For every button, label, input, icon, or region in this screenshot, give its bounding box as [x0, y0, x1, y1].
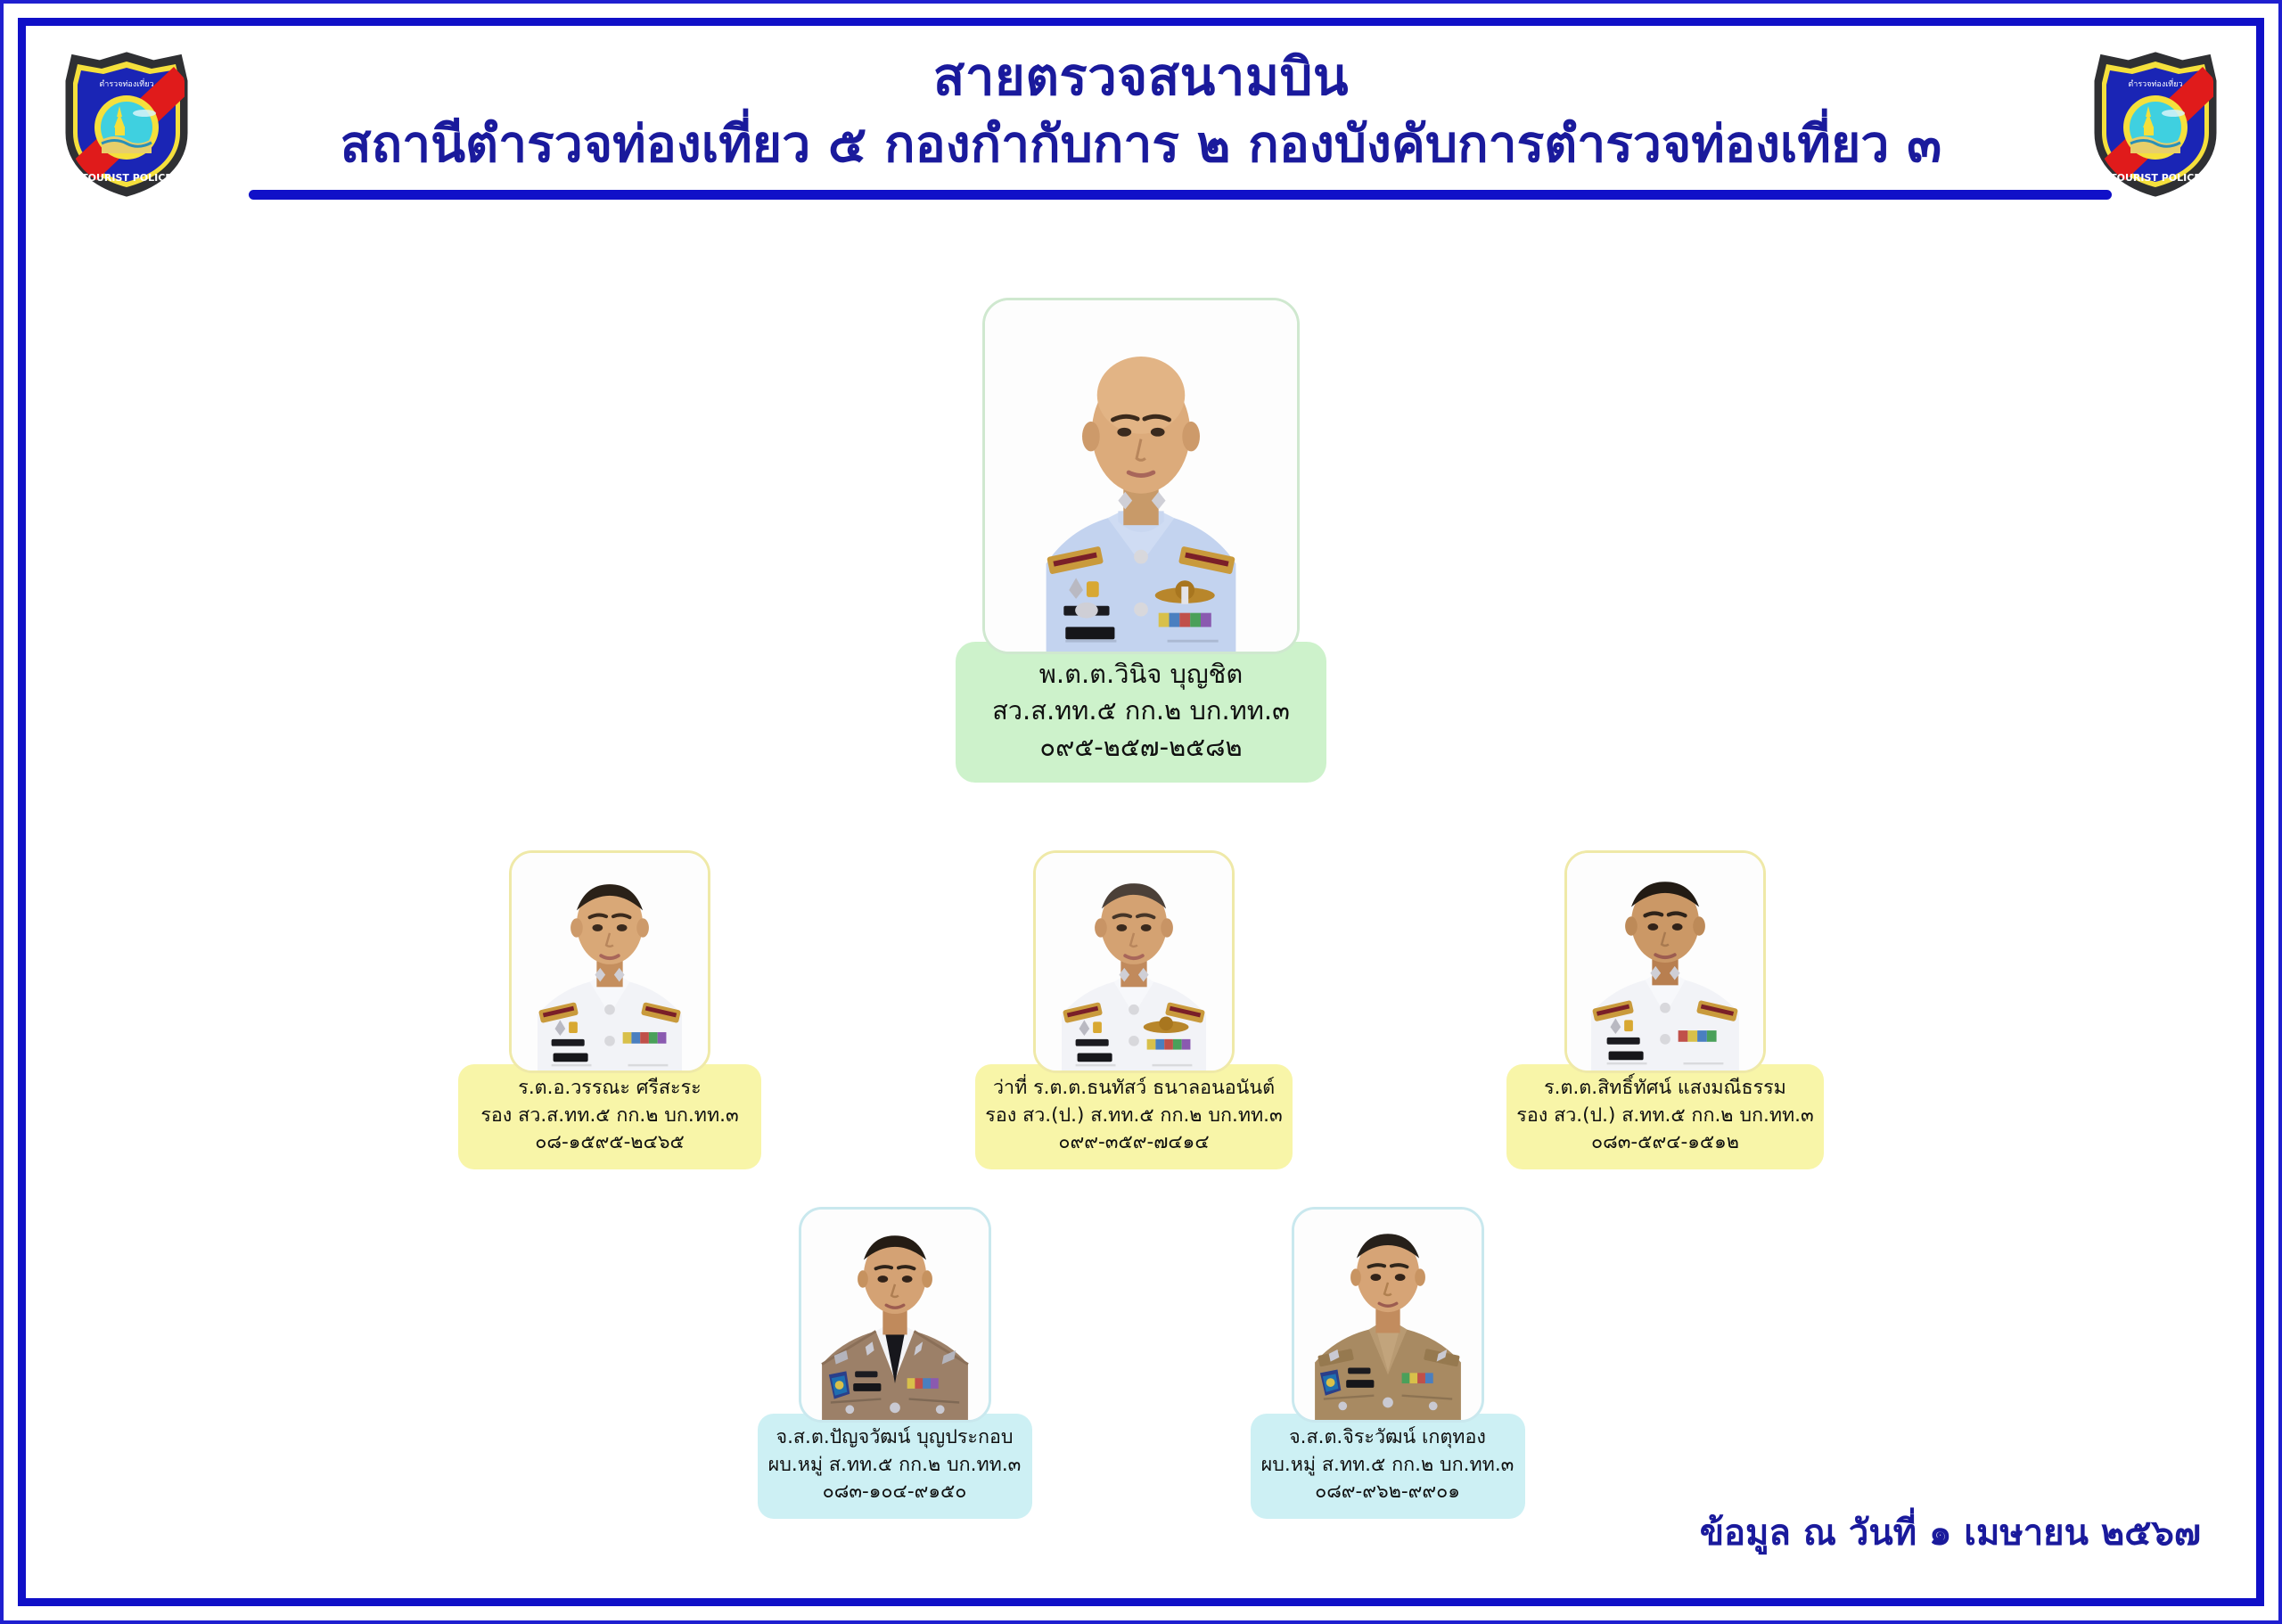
person-name: ร.ต.อ.วรรณะ ศรีสะระ	[518, 1077, 702, 1099]
portrait-photo	[982, 298, 1300, 654]
poster-inner-frame: TOURIST POLICE ตำรวจท่องเที่ยว	[18, 18, 2264, 1606]
org-node-deputy-2[interactable]: ว่าที่ ร.ต.ต.ธนทัสว์ ธนาลอนอนันต์ รอง สว…	[975, 850, 1293, 1169]
info-card-deputy-3: ร.ต.ต.สิทธิ์ทัศน์ แสงมณีธรรม รอง สว.(ป.)…	[1506, 1064, 1824, 1169]
org-tier-2: ร.ต.อ.วรรณะ ศรีสะระ รอง สว.ส.ทท.๕ กก.๒ บ…	[26, 850, 2256, 1169]
person-phone: ๐๘-๑๕๙๕-๒๔๖๕	[535, 1131, 685, 1154]
info-card-commander: พ.ต.ต.วินิจ บุญชิต สว.ส.ทท.๕ กก.๒ บก.ทท.…	[956, 642, 1326, 783]
person-phone: ๐๙๙-๓๕๙-๗๔๑๔	[1058, 1131, 1210, 1154]
info-card-deputy-2: ว่าที่ ร.ต.ต.ธนทัสว์ ธนาลอนอนันต์ รอง สว…	[975, 1064, 1293, 1169]
tourist-police-badge-icon: TOURIST POLICE ตำรวจท่องเที่ยว	[2089, 51, 2222, 198]
info-card-officer-2: จ.ส.ต.จิระวัฒน์ เกตุทอง ผบ.หมู่ ส.ทท.๕ ก…	[1250, 1414, 1525, 1519]
svg-text:ตำรวจท่องเที่ยว: ตำรวจท่องเที่ยว	[2128, 78, 2182, 89]
svg-text:ตำรวจท่องเที่ยว: ตำรวจท่องเที่ยว	[99, 78, 153, 89]
title-line-1: สายตรวจสนามบิน	[932, 46, 1350, 107]
title-divider	[249, 190, 2112, 201]
person-phone: ๐๙๕-๒๕๗-๒๕๘๒	[1039, 732, 1243, 763]
title-line-2: สถานีตำรวจท่องเที่ยว ๕ กองกำกับการ ๒ กอง…	[340, 115, 1942, 175]
info-card-officer-1: จ.ส.ต.ปัญจวัฒน์ บุญประกอบ ผบ.หมู่ ส.ทท.๕…	[757, 1414, 1032, 1519]
portrait-photo	[1033, 850, 1235, 1073]
person-phone: ๐๘๓-๕๙๔-๑๕๑๒	[1591, 1131, 1739, 1154]
person-phone: ๐๘๓-๑๐๔-๙๑๕๐	[822, 1480, 967, 1504]
org-node-deputy-3[interactable]: ร.ต.ต.สิทธิ์ทัศน์ แสงมณีธรรม รอง สว.(ป.)…	[1506, 850, 1824, 1169]
org-node-deputy-1[interactable]: ร.ต.อ.วรรณะ ศรีสะระ รอง สว.ส.ทท.๕ กก.๒ บ…	[458, 850, 761, 1169]
person-name: ร.ต.ต.สิทธิ์ทัศน์ แสงมณีธรรม	[1544, 1077, 1786, 1099]
svg-text:TOURIST POLICE: TOURIST POLICE	[2110, 172, 2201, 184]
portrait-photo	[798, 1207, 991, 1423]
org-node-officer-1[interactable]: จ.ส.ต.ปัญจวัฒน์ บุญประกอบ ผบ.หมู่ ส.ทท.๕…	[757, 1207, 1032, 1519]
person-position: สว.ส.ทท.๕ กก.๒ บก.ทท.๓	[992, 695, 1290, 726]
data-as-of-note: ข้อมูล ณ วันที่ ๑ เมษายน ๒๕๖๗	[1699, 1513, 2201, 1554]
portrait-photo	[1564, 850, 1766, 1073]
info-card-deputy-1: ร.ต.อ.วรรณะ ศรีสะระ รอง สว.ส.ทท.๕ กก.๒ บ…	[458, 1064, 761, 1169]
page-title: สายตรวจสนามบิน สถานีตำรวจท่องเที่ยว ๕ กอ…	[249, 42, 2112, 201]
person-phone: ๐๘๙-๙๖๒-๙๙๐๑	[1315, 1480, 1460, 1504]
portrait-photo	[509, 850, 710, 1073]
person-name: ว่าที่ ร.ต.ต.ธนทัสว์ ธนาลอนอนันต์	[992, 1077, 1276, 1099]
person-name: พ.ต.ต.วินิจ บุญชิต	[1038, 659, 1244, 689]
person-position: ผบ.หมู่ ส.ทท.๕ กก.๒ บก.ทท.๓	[768, 1453, 1022, 1476]
poster-header: TOURIST POLICE ตำรวจท่องเที่ยว	[26, 26, 2256, 240]
tourist-police-badge-icon: TOURIST POLICE ตำรวจท่องเที่ยว	[60, 51, 193, 198]
portrait-photo	[1291, 1207, 1484, 1423]
org-node-commander[interactable]: พ.ต.ต.วินิจ บุญชิต สว.ส.ทท.๕ กก.๒ บก.ทท.…	[956, 298, 1326, 783]
person-position: ผบ.หมู่ ส.ทท.๕ กก.๒ บก.ทท.๓	[1260, 1453, 1514, 1476]
org-node-officer-2[interactable]: จ.ส.ต.จิระวัฒน์ เกตุทอง ผบ.หมู่ ส.ทท.๕ ก…	[1250, 1207, 1525, 1519]
person-name: จ.ส.ต.จิระวัฒน์ เกตุทอง	[1289, 1426, 1486, 1448]
svg-text:TOURIST POLICE: TOURIST POLICE	[81, 172, 172, 184]
person-position: รอง สว.ส.ทท.๕ กก.๒ บก.ทท.๓	[480, 1103, 739, 1127]
person-position: รอง สว.(ป.) ส.ทท.๕ กก.๒ บก.ทท.๓	[1516, 1103, 1814, 1127]
org-chart: พ.ต.ต.วินิจ บุญชิต สว.ส.ทท.๕ กก.๒ บก.ทท.…	[26, 240, 2256, 1598]
person-name: จ.ส.ต.ปัญจวัฒน์ บุญประกอบ	[776, 1426, 1014, 1448]
org-tier-1: พ.ต.ต.วินิจ บุญชิต สว.ส.ทท.๕ กก.๒ บก.ทท.…	[26, 298, 2256, 783]
org-tier-3: จ.ส.ต.ปัญจวัฒน์ บุญประกอบ ผบ.หมู่ ส.ทท.๕…	[26, 1207, 2256, 1519]
person-position: รอง สว.(ป.) ส.ทท.๕ กก.๒ บก.ทท.๓	[985, 1103, 1283, 1127]
